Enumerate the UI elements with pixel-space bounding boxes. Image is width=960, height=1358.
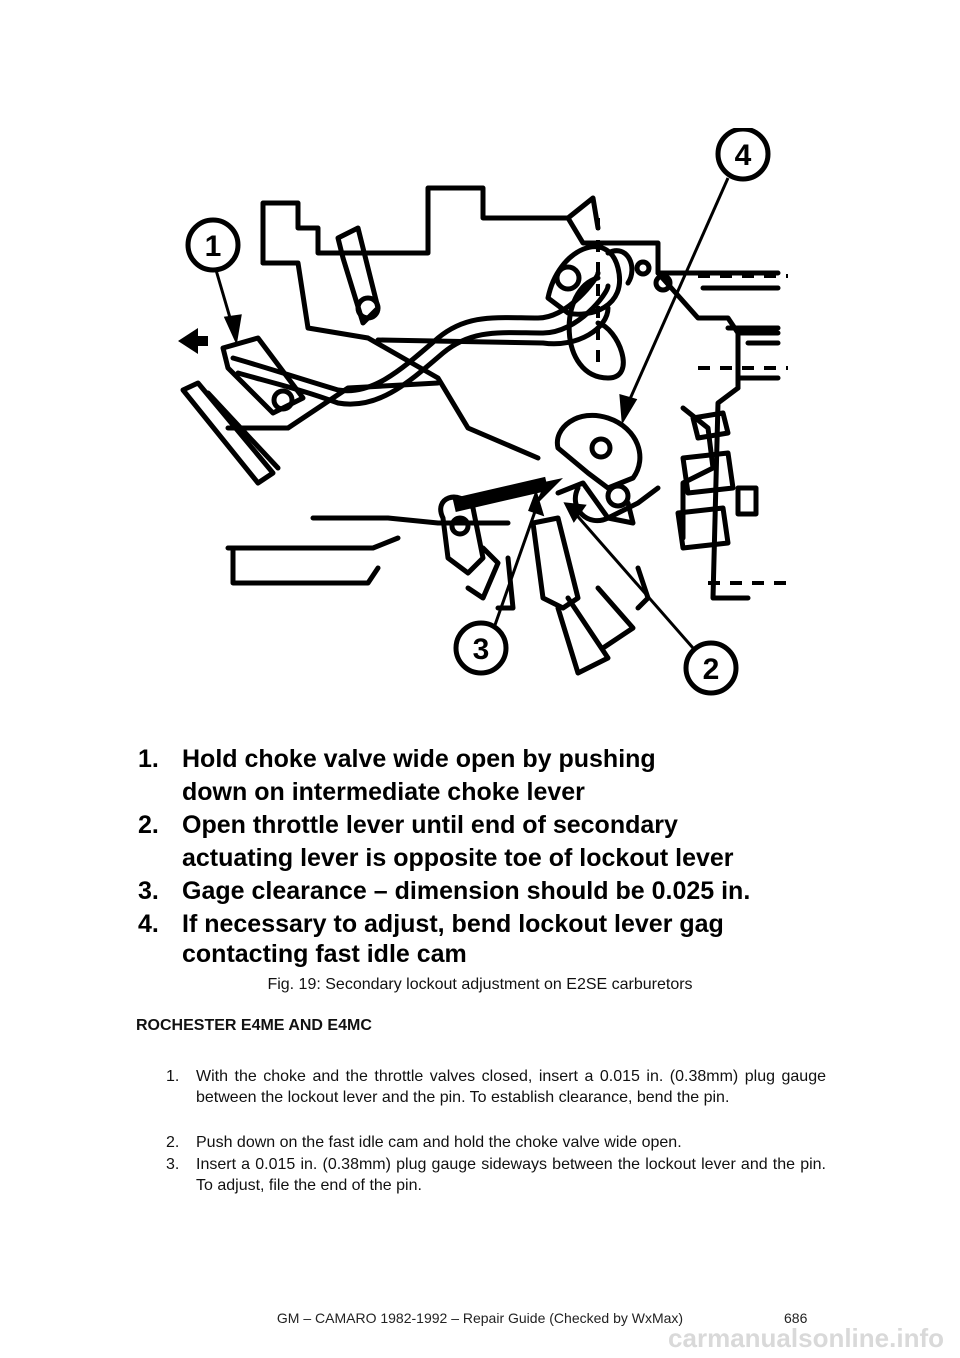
legend-line: actuating lever is opposite toe of locko… [182, 844, 734, 872]
watermark: carmanualsonline.info [668, 1323, 944, 1353]
page-number: 686 [784, 1310, 808, 1326]
step-number: 2. [166, 1134, 180, 1151]
legend-line: Hold choke valve wide open by pushing [182, 745, 656, 773]
section-heading: ROCHESTER E4ME AND E4MC [136, 1017, 372, 1034]
callout-label-1: 1 [205, 230, 222, 263]
procedure-step: 2. Push down on the fast idle cam and ho… [166, 1132, 826, 1153]
legend-line: contacting fast idle cam [182, 940, 467, 968]
callout-label-4: 4 [735, 139, 752, 172]
callout-label-2: 2 [703, 653, 720, 686]
callout-1 [185, 217, 241, 273]
carburetor-diagram: 1 2 3 4 [138, 126, 792, 718]
step-text: With the choke and the throttle valves c… [196, 1068, 826, 1106]
page-footer: GM – CAMARO 1982-1992 – Repair Guide (Ch… [276, 1310, 684, 1326]
step-number: 1. [166, 1068, 180, 1085]
step-text: Insert a 0.015 in. (0.38mm) plug gauge s… [196, 1156, 826, 1194]
legend-line: If necessary to adjust, bend lockout lev… [182, 910, 724, 938]
legend-number: 4. [138, 910, 159, 938]
legend-number: 2. [138, 811, 159, 839]
procedure-step: 3. Insert a 0.015 in. (0.38mm) plug gaug… [166, 1154, 826, 1196]
figure-caption: Fig. 19: Secondary lockout adjustment on… [267, 976, 693, 993]
step-text: Push down on the fast idle cam and hold … [196, 1134, 682, 1151]
legend-line: Gage clearance – dimension should be 0.0… [182, 877, 751, 905]
legend-number: 1. [138, 745, 159, 773]
step-number: 3. [166, 1156, 180, 1173]
legend-number: 3. [138, 877, 159, 905]
legend-line: Open throttle lever until end of seconda… [182, 811, 678, 839]
procedure-step: 1. With the choke and the throttle valve… [166, 1066, 826, 1108]
legend-line: down on intermediate choke lever [182, 778, 585, 806]
figure-legend: 1. Hold choke valve wide open by pushing… [138, 730, 828, 970]
callout-2 [683, 640, 739, 696]
callout-4 [715, 126, 771, 182]
callout-label-3: 3 [473, 633, 490, 666]
callout-3 [453, 620, 509, 676]
